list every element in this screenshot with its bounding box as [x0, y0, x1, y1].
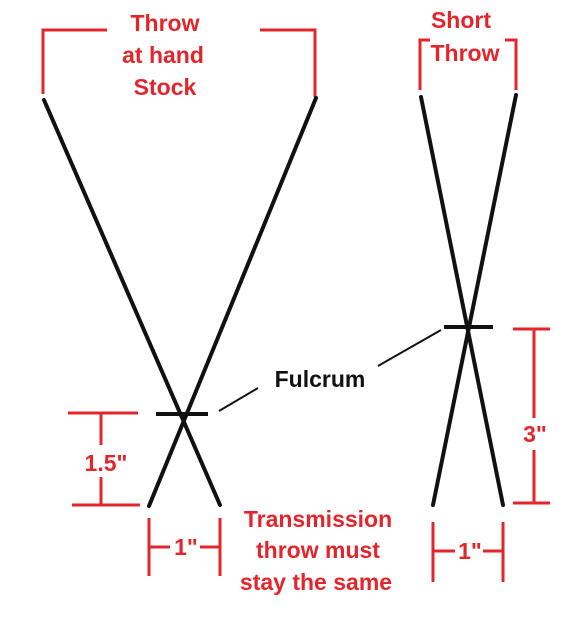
fulcrum-callout: Fulcrum	[218, 329, 442, 412]
transmission-note-line3: stay the same	[240, 569, 392, 595]
right-rod-b	[431, 93, 518, 507]
left-top-throw-bracket	[41, 28, 107, 94]
right-top-throw-bracket-right	[505, 38, 518, 90]
right-lever-group: Short Throw 3" 1"	[418, 7, 550, 582]
right-top-label-line2: Throw	[431, 40, 500, 66]
left-top-throw-bracket-right	[260, 28, 317, 97]
fulcrum-leader-left	[218, 387, 259, 412]
right-top-label-line1: Short	[431, 7, 491, 33]
right-top-throw-bracket-left	[418, 38, 430, 90]
right-height-label: 3"	[523, 421, 547, 447]
left-top-label-line3: Stock	[134, 74, 197, 100]
left-top-label-line2: at hand	[122, 42, 204, 68]
transmission-note-line1: Transmission	[244, 506, 392, 532]
transmission-note: Transmission throw must stay the same	[240, 506, 392, 595]
left-height-label: 1.5"	[85, 450, 128, 476]
left-rod-a	[42, 98, 222, 507]
left-lever-group: Throw at hand Stock 1.5" 1"	[41, 10, 318, 576]
right-bottom-throw-label: 1"	[458, 538, 482, 564]
left-top-label-line1: Throw	[131, 10, 200, 36]
right-rod-a	[419, 95, 505, 507]
left-rod-b	[147, 96, 318, 508]
transmission-note-line2: throw must	[256, 537, 380, 563]
left-bottom-throw-label: 1"	[174, 534, 198, 560]
fulcrum-label: Fulcrum	[275, 366, 366, 392]
left-height-label-bg	[78, 445, 134, 477]
fulcrum-leader-right	[377, 329, 442, 367]
